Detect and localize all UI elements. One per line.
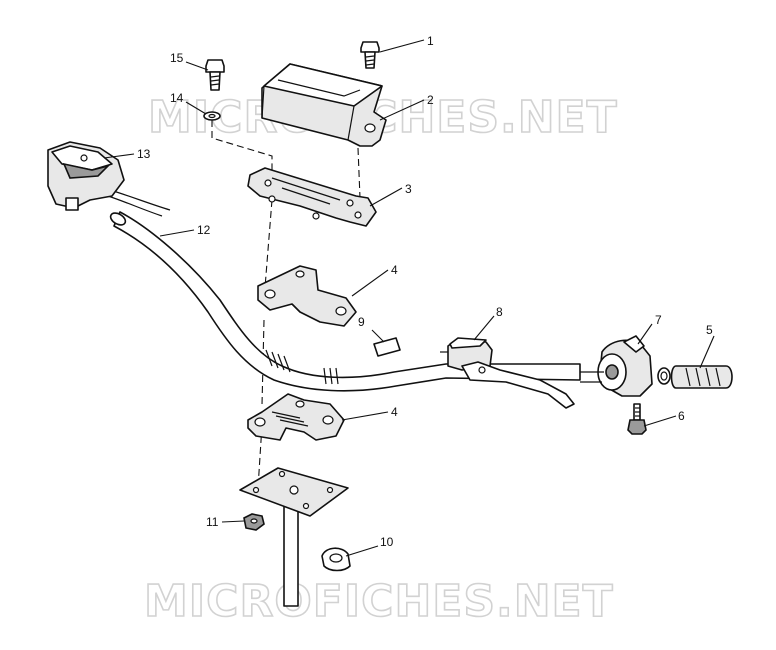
callout-3: 3 bbox=[405, 182, 412, 196]
watermark-bottom: MICROFICHES.NET bbox=[144, 576, 614, 627]
leader-lines bbox=[103, 39, 715, 557]
callout-4a: 4 bbox=[391, 263, 398, 277]
throttle-housing-7 bbox=[580, 335, 653, 397]
callout-12: 12 bbox=[197, 223, 211, 237]
callout-1: 1 bbox=[427, 34, 434, 48]
decal-9 bbox=[373, 337, 401, 357]
handlebar-cover-2 bbox=[261, 63, 387, 147]
callouts: 1 2 3 4 4 5 6 7 8 9 10 11 12 13 14 15 bbox=[137, 34, 713, 549]
nut-11 bbox=[243, 513, 265, 531]
callout-15: 15 bbox=[170, 51, 184, 65]
callout-7: 7 bbox=[655, 313, 662, 327]
throttle-cable bbox=[107, 189, 171, 217]
callout-5: 5 bbox=[706, 323, 713, 337]
washer-14 bbox=[203, 111, 221, 121]
callout-9: 9 bbox=[358, 315, 365, 329]
upper-clamp-4 bbox=[257, 265, 357, 327]
steering-post bbox=[283, 505, 299, 607]
bolt-1 bbox=[360, 41, 380, 69]
grip-5 bbox=[657, 365, 733, 389]
callout-8: 8 bbox=[496, 305, 503, 319]
lower-clamp-4 bbox=[247, 393, 345, 441]
left-control-housing-13 bbox=[47, 141, 125, 211]
callout-2: 2 bbox=[427, 93, 434, 107]
callout-6: 6 bbox=[678, 409, 685, 423]
bolt-15 bbox=[205, 59, 225, 91]
callout-11: 11 bbox=[206, 515, 219, 529]
clip-10 bbox=[321, 547, 351, 572]
callout-13: 13 bbox=[137, 147, 151, 161]
steering-plate bbox=[239, 467, 349, 517]
callout-14: 14 bbox=[170, 91, 184, 105]
screw-6 bbox=[627, 403, 647, 435]
callout-4b: 4 bbox=[391, 405, 398, 419]
mount-plate-3 bbox=[247, 167, 377, 227]
brake-lever-8 bbox=[440, 337, 575, 409]
knurl-center bbox=[265, 349, 339, 385]
callout-10: 10 bbox=[380, 535, 394, 549]
